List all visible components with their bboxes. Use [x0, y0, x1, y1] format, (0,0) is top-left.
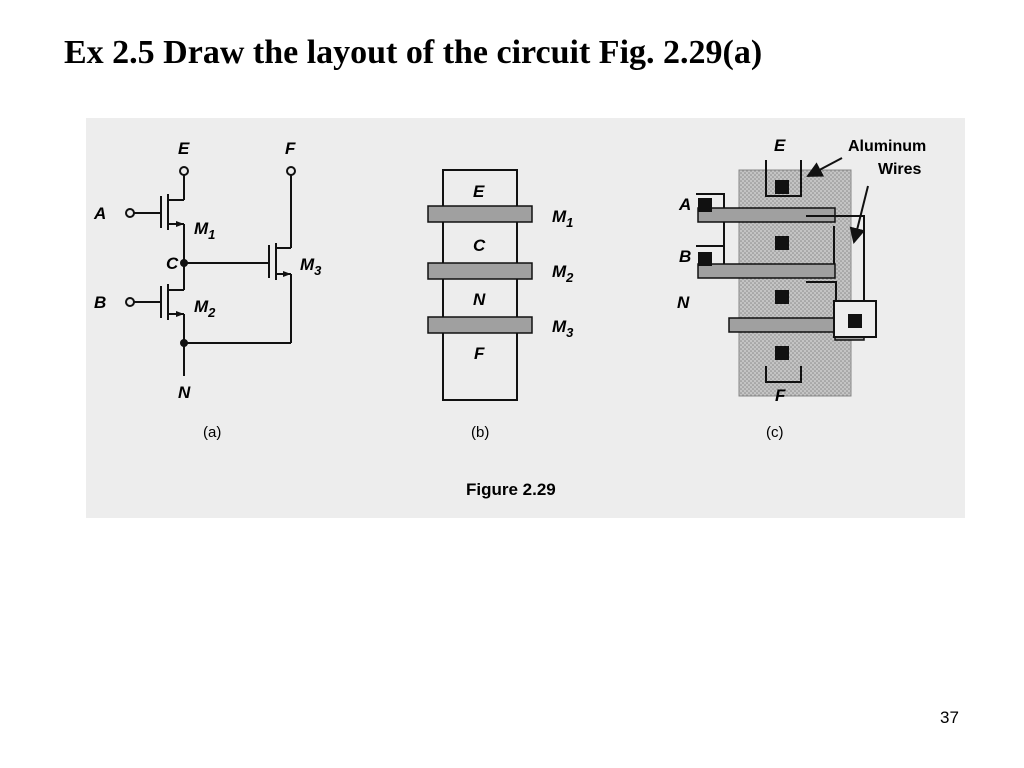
page-number: 37	[940, 708, 959, 727]
node-label-b: B	[94, 293, 106, 312]
gate-label-m3: M3	[552, 317, 574, 340]
poly-gate-m3	[427, 316, 533, 334]
terminal-label-f: F	[775, 386, 786, 405]
wire-f	[765, 366, 802, 383]
terminal-label-b: B	[679, 247, 691, 266]
wire-b	[696, 245, 725, 266]
figure-2-29: E F A C B N M1 M3 M2 (a) E C N F M1 M2 M…	[86, 118, 965, 518]
wire-e	[765, 160, 802, 197]
transistor-label-m3: M3	[300, 255, 322, 278]
contact-e	[775, 180, 789, 194]
region-label-n: N	[473, 290, 486, 309]
terminal-label-a: A	[678, 195, 691, 214]
gate-label-m2: M2	[552, 262, 574, 285]
poly-gate-m1	[427, 205, 533, 223]
contact-c	[775, 236, 789, 250]
panel-b-label: (b)	[471, 424, 489, 441]
panel-a-label: (a)	[203, 424, 221, 441]
node-label-a: A	[93, 204, 106, 223]
gate-label-m1: M1	[552, 207, 573, 230]
region-label-c: C	[473, 236, 486, 255]
slide-title: Ex 2.5 Draw the layout of the circuit Fi…	[64, 34, 763, 71]
contact-right	[848, 314, 862, 328]
panel-b-layout	[427, 169, 533, 401]
terminal-label-n: N	[677, 293, 690, 312]
region-label-e: E	[473, 182, 485, 201]
panel-c-label: (c)	[766, 424, 784, 441]
panel-a-arrows	[176, 221, 291, 317]
transistor-label-m1: M1	[194, 219, 215, 242]
annotation-wires: Wires	[878, 161, 922, 178]
diffusion-strip	[442, 169, 518, 401]
contact-a	[698, 198, 712, 212]
transistor-label-m2: M2	[194, 297, 216, 320]
node-label-e: E	[178, 139, 190, 158]
node-label-n: N	[178, 383, 191, 402]
poly-line-n	[728, 317, 836, 333]
terminal-label-e: E	[774, 136, 786, 155]
node-label-f: F	[285, 139, 296, 158]
annotation-aluminum: Aluminum	[848, 138, 926, 155]
contact-f	[775, 346, 789, 360]
panel-c-layout	[696, 157, 877, 397]
contact-n	[775, 290, 789, 304]
node-label-c: C	[166, 254, 179, 273]
aluminum-wire-route	[806, 215, 865, 308]
region-label-f: F	[474, 344, 485, 363]
figure-caption: Figure 2.29	[466, 480, 556, 499]
poly-gate-m2	[427, 262, 533, 280]
poly-line-b	[697, 263, 836, 279]
contact-b	[698, 252, 712, 266]
